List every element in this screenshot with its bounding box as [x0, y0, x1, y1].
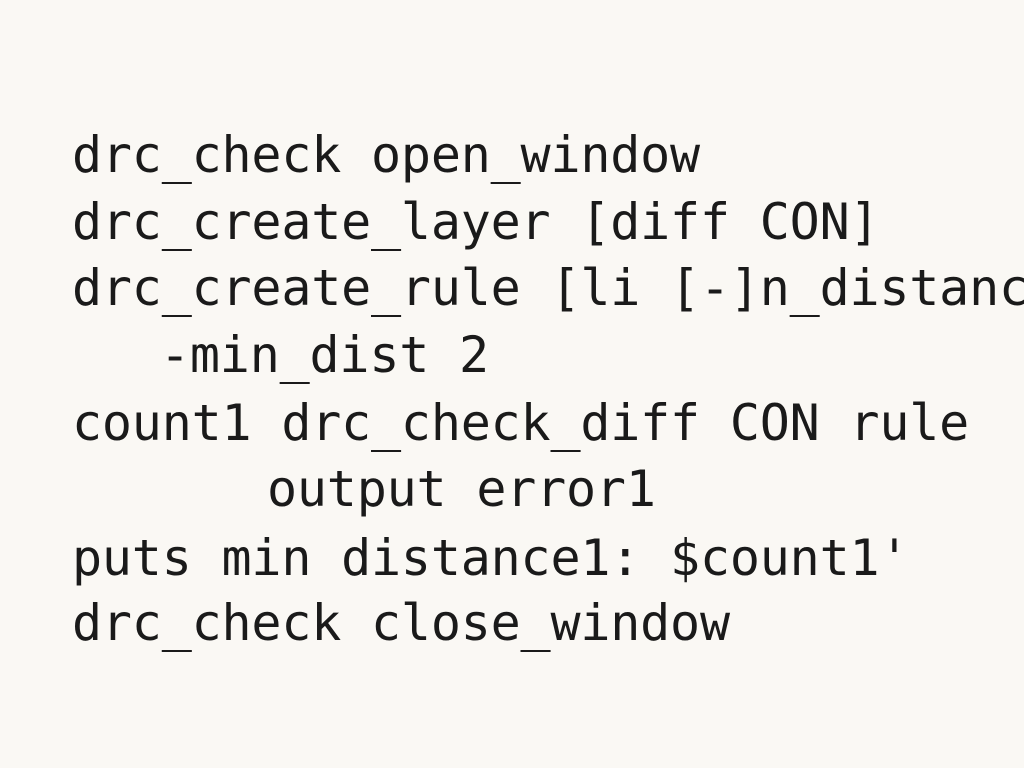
- code-line: puts min distance1: $count1': [72, 529, 910, 587]
- code-line: drc_create_layer [diff CON]: [72, 193, 880, 251]
- code-line: drc_check close_window: [72, 594, 730, 652]
- code-line: drc_create_rule [li [-]n_distance: [72, 259, 1024, 317]
- code-line: count1 drc_check_diff CON rule: [72, 394, 970, 452]
- code-line: -min_dist 2: [160, 326, 489, 384]
- code-line: drc_check open_window: [72, 126, 700, 184]
- code-line: output error1: [267, 460, 656, 518]
